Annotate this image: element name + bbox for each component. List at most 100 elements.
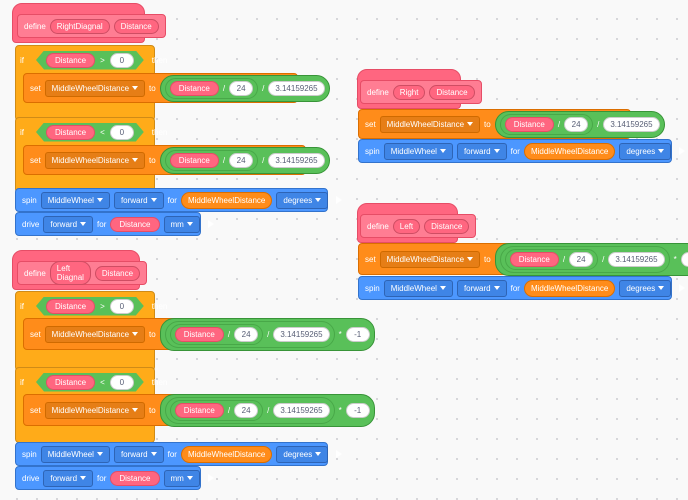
motor-dropdown[interactable]: MiddleWheel bbox=[40, 445, 110, 463]
units-dropdown[interactable]: degrees bbox=[276, 445, 329, 463]
number-input[interactable]: 24 bbox=[234, 326, 259, 342]
define-right-diagnal-hat[interactable]: define RightDiagnal Distance bbox=[12, 3, 166, 43]
play-icon[interactable] bbox=[207, 220, 214, 228]
define-left-diagnal-hat[interactable]: define Left Diagnal Distance bbox=[12, 250, 148, 290]
units-dropdown[interactable]: degrees bbox=[619, 279, 672, 297]
distance-reporter[interactable]: Distance bbox=[46, 125, 95, 140]
divide-operator-inner[interactable]: Distance / 24 bbox=[504, 248, 599, 270]
number-input[interactable]: 24 bbox=[564, 116, 589, 132]
distance-reporter[interactable]: Distance bbox=[174, 402, 224, 418]
number-input[interactable]: 24 bbox=[229, 80, 254, 96]
pi-input[interactable]: 3.14159265 bbox=[268, 80, 325, 96]
variable-dropdown[interactable]: MiddleWheelDistance bbox=[379, 115, 481, 133]
distance-reporter[interactable]: Distance bbox=[169, 152, 219, 168]
direction-dropdown[interactable]: forward bbox=[456, 279, 507, 297]
distance-reporter[interactable]: Distance bbox=[509, 251, 559, 267]
motor-dropdown[interactable]: MiddleWheel bbox=[383, 279, 453, 297]
distance-reporter[interactable]: Distance bbox=[504, 116, 554, 132]
divide-operator-outer[interactable]: Distance / 24 / 3.14159265 bbox=[494, 110, 665, 138]
pi-input[interactable]: 3.14159265 bbox=[273, 402, 330, 418]
multiply-operator[interactable]: Distance / 24 / 3.14159265 * -1 bbox=[159, 317, 375, 351]
play-icon[interactable] bbox=[207, 474, 214, 482]
pi-input[interactable]: 3.14159265 bbox=[273, 326, 330, 342]
units-dropdown[interactable]: degrees bbox=[619, 142, 672, 160]
set-variable-block-2[interactable]: set MiddleWheelDistance to Distance / 24… bbox=[23, 145, 330, 175]
direction-dropdown[interactable]: forward bbox=[113, 191, 164, 209]
distance-reporter[interactable]: Distance bbox=[46, 53, 95, 68]
define-right-hat[interactable]: define Right Distance bbox=[357, 69, 482, 109]
units-dropdown[interactable]: mm bbox=[163, 215, 200, 233]
proto-param-distance[interactable]: Distance bbox=[113, 18, 159, 34]
zero-input[interactable]: 0 bbox=[110, 299, 134, 314]
spin-block[interactable]: spin MiddleWheel forward for MiddleWheel… bbox=[15, 188, 343, 212]
direction-dropdown[interactable]: forward bbox=[113, 445, 164, 463]
number-input[interactable]: 24 bbox=[569, 251, 594, 267]
direction-dropdown[interactable]: forward bbox=[43, 215, 94, 233]
zero-input[interactable]: 0 bbox=[110, 53, 134, 68]
variable-dropdown[interactable]: MiddleWheelDistance bbox=[44, 151, 146, 169]
variable-dropdown[interactable]: MiddleWheelDistance bbox=[44, 79, 146, 97]
neg-one-input[interactable]: -1 bbox=[680, 251, 688, 267]
distance-reporter[interactable]: Distance bbox=[174, 326, 224, 342]
distance-reporter[interactable]: Distance bbox=[110, 216, 160, 232]
multiply-operator[interactable]: Distance / 24 / 3.14159265 * -1 bbox=[494, 242, 688, 276]
divide-operator-outer[interactable]: Distance / 24 / 3.14159265 bbox=[164, 396, 335, 424]
units-dropdown[interactable]: degrees bbox=[276, 191, 329, 209]
play-icon[interactable] bbox=[336, 450, 343, 458]
variable-reporter[interactable]: MiddleWheelDistance bbox=[523, 279, 616, 297]
distance-reporter[interactable]: Distance bbox=[169, 80, 219, 96]
spin-block[interactable]: spin MiddleWheel forward for MiddleWheel… bbox=[358, 139, 686, 163]
divide-operator-inner[interactable]: Distance / 24 bbox=[164, 149, 259, 171]
play-icon[interactable] bbox=[336, 196, 343, 204]
proto-param-distance[interactable]: Distance bbox=[429, 84, 475, 100]
neg-one-input[interactable]: -1 bbox=[345, 402, 370, 418]
set-variable-block[interactable]: set MiddleWheelDistance to Distance / 24… bbox=[358, 242, 688, 276]
divide-operator-outer[interactable]: Distance / 24 / 3.14159265 bbox=[499, 245, 670, 273]
number-input[interactable]: 24 bbox=[229, 152, 254, 168]
distance-reporter[interactable]: Distance bbox=[46, 375, 95, 390]
spin-block[interactable]: spin MiddleWheel forward for MiddleWheel… bbox=[358, 276, 686, 300]
drive-block[interactable]: drive forward for Distance mm bbox=[15, 212, 214, 236]
direction-dropdown[interactable]: forward bbox=[456, 142, 507, 160]
proto-param-distance[interactable]: Distance bbox=[94, 265, 141, 281]
proto-param-distance[interactable]: Distance bbox=[424, 218, 470, 234]
drive-block[interactable]: drive forward for Distance mm bbox=[15, 466, 214, 490]
condition-less-than[interactable]: Distance < 0 bbox=[36, 373, 144, 392]
divide-operator-inner[interactable]: Distance / 24 bbox=[164, 77, 259, 99]
variable-dropdown[interactable]: MiddleWheelDistance bbox=[44, 325, 146, 343]
divide-operator-inner[interactable]: Distance / 24 bbox=[169, 399, 264, 421]
play-icon[interactable] bbox=[679, 284, 686, 292]
variable-reporter[interactable]: MiddleWheelDistance bbox=[180, 191, 273, 209]
condition-greater-than[interactable]: Distance > 0 bbox=[36, 51, 144, 70]
motor-dropdown[interactable]: MiddleWheel bbox=[383, 142, 453, 160]
divide-operator-outer[interactable]: Distance / 24 / 3.14159265 bbox=[159, 74, 330, 102]
distance-reporter[interactable]: Distance bbox=[46, 299, 95, 314]
condition-greater-than[interactable]: Distance > 0 bbox=[36, 297, 144, 316]
divide-operator-inner[interactable]: Distance / 24 bbox=[499, 113, 594, 135]
divide-operator-outer[interactable]: Distance / 24 / 3.14159265 bbox=[159, 146, 330, 174]
divide-operator-inner[interactable]: Distance / 24 bbox=[169, 323, 264, 345]
variable-dropdown[interactable]: MiddleWheelDistance bbox=[44, 401, 146, 419]
set-variable-block-1[interactable]: set MiddleWheelDistance to Distance / 24… bbox=[23, 317, 375, 351]
set-variable-block-1[interactable]: set MiddleWheelDistance to Distance / 24… bbox=[23, 73, 330, 103]
define-left-hat[interactable]: define Left Distance bbox=[357, 203, 477, 243]
zero-input[interactable]: 0 bbox=[110, 375, 134, 390]
variable-reporter[interactable]: MiddleWheelDistance bbox=[523, 142, 616, 160]
pi-input[interactable]: 3.14159265 bbox=[603, 116, 660, 132]
set-variable-block-2[interactable]: set MiddleWheelDistance to Distance / 24… bbox=[23, 393, 375, 427]
condition-less-than[interactable]: Distance < 0 bbox=[36, 123, 144, 142]
spin-block[interactable]: spin MiddleWheel forward for MiddleWheel… bbox=[15, 442, 343, 466]
distance-reporter[interactable]: Distance bbox=[110, 470, 160, 486]
divide-operator-outer[interactable]: Distance / 24 / 3.14159265 bbox=[164, 320, 335, 348]
pi-input[interactable]: 3.14159265 bbox=[608, 251, 665, 267]
multiply-operator[interactable]: Distance / 24 / 3.14159265 * -1 bbox=[159, 393, 375, 427]
zero-input[interactable]: 0 bbox=[110, 125, 134, 140]
pi-input[interactable]: 3.14159265 bbox=[268, 152, 325, 168]
set-variable-block[interactable]: set MiddleWheelDistance to Distance / 24… bbox=[358, 109, 665, 139]
number-input[interactable]: 24 bbox=[234, 402, 259, 418]
variable-dropdown[interactable]: MiddleWheelDistance bbox=[379, 250, 481, 268]
play-icon[interactable] bbox=[679, 147, 686, 155]
variable-reporter[interactable]: MiddleWheelDistance bbox=[180, 445, 273, 463]
units-dropdown[interactable]: mm bbox=[163, 469, 200, 487]
direction-dropdown[interactable]: forward bbox=[43, 469, 94, 487]
